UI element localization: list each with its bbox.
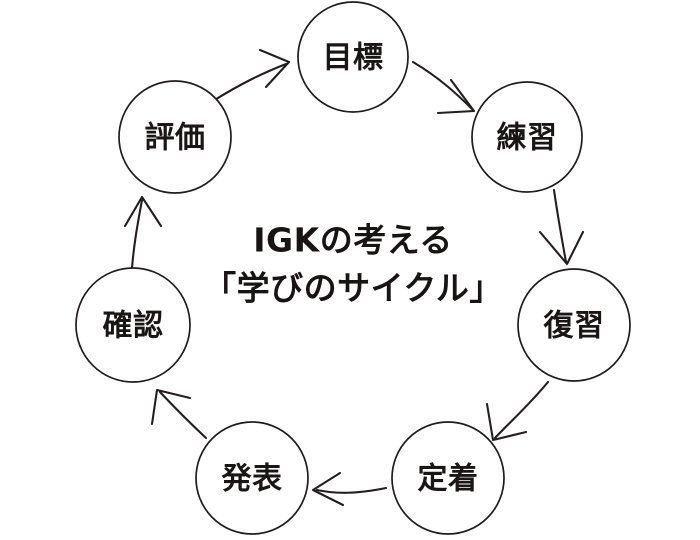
arrow-line xyxy=(411,60,475,112)
node-label: 評価 xyxy=(145,121,206,156)
arrow-head-icon xyxy=(538,230,585,266)
center-caption: IGKの考える 「学びのサイクル」 xyxy=(203,221,503,308)
arrow-head-icon xyxy=(485,402,528,442)
arrow-head-icon xyxy=(123,195,163,228)
cycle-node-confirmation[interactable]: 確認 xyxy=(75,267,191,383)
arrow-line xyxy=(552,188,568,264)
caption-line-2: 「学びのサイクル」 xyxy=(203,269,503,308)
arrow-review-to-retention xyxy=(485,380,550,442)
arrow-head-icon xyxy=(258,48,291,89)
node-circle[interactable] xyxy=(118,80,232,194)
node-circle[interactable] xyxy=(471,81,583,193)
node-label: 発表 xyxy=(221,462,283,497)
arrow-head-icon xyxy=(436,78,476,115)
node-label: 復習 xyxy=(543,309,605,344)
node-label: 練習 xyxy=(497,121,558,156)
arrow-line xyxy=(493,380,550,440)
arrow-presentation-to-confirmation xyxy=(150,388,208,440)
arrow-line xyxy=(158,390,208,440)
node-circle[interactable] xyxy=(195,421,309,535)
node-circle[interactable] xyxy=(75,267,191,383)
caption-line-1: IGKの考える xyxy=(253,221,452,260)
cycle-node-evaluation[interactable]: 評価 xyxy=(118,80,232,194)
node-label: 目標 xyxy=(323,41,384,76)
cycle-node-presentation[interactable]: 発表 xyxy=(195,421,309,535)
arrow-line xyxy=(211,62,288,103)
arrow-line xyxy=(315,486,388,494)
arrow-line xyxy=(130,198,144,270)
arrow-head-icon xyxy=(150,388,192,426)
node-label: 定着 xyxy=(418,462,479,497)
arrow-practice-to-review xyxy=(538,188,585,266)
cycle-node-goal[interactable]: 目標 xyxy=(297,1,409,113)
arrow-goal-to-practice xyxy=(411,60,476,115)
arrow-evaluation-to-goal xyxy=(211,48,291,103)
arrow-retention-to-presentation xyxy=(311,471,388,507)
arrow-confirmation-to-evaluation xyxy=(123,195,163,270)
node-label: 確認 xyxy=(103,309,164,344)
cycle-node-review[interactable]: 復習 xyxy=(517,268,631,382)
cycle-node-practice[interactable]: 練習 xyxy=(471,81,583,193)
cycle-node-retention[interactable]: 定着 xyxy=(391,421,505,535)
node-circle[interactable] xyxy=(297,1,409,113)
node-circle[interactable] xyxy=(517,268,631,382)
arrow-head-icon xyxy=(311,471,345,507)
node-circle[interactable] xyxy=(391,421,505,535)
